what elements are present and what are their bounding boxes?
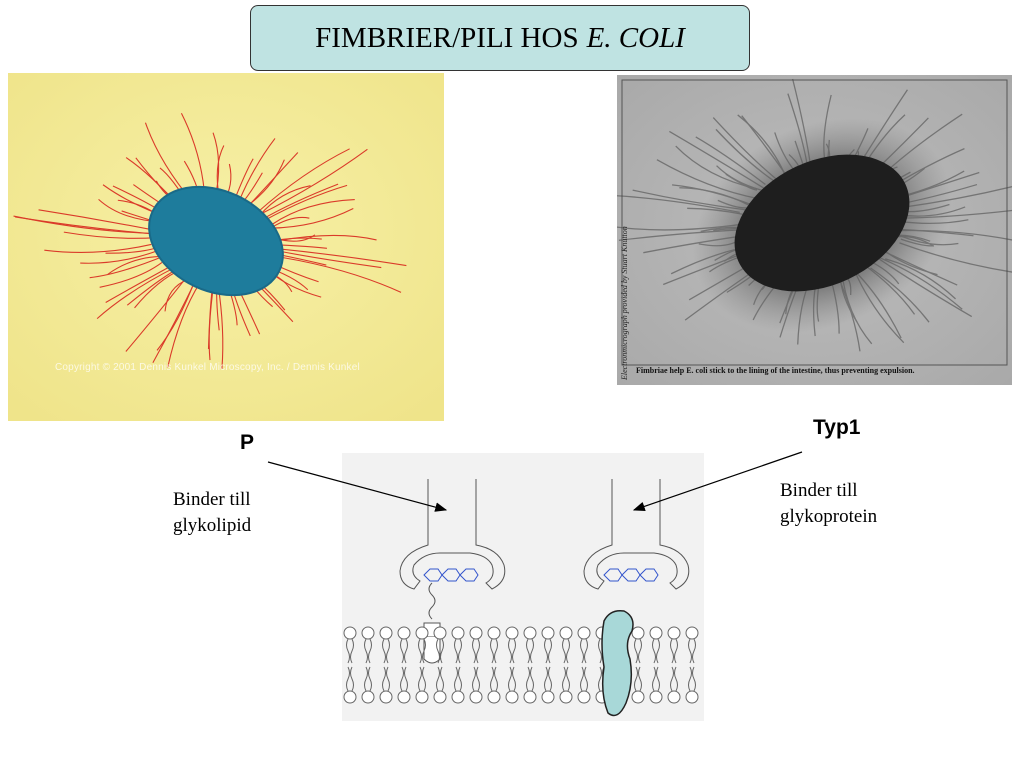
p-pilus-adhesin bbox=[399, 479, 506, 590]
typ1-sugar bbox=[603, 568, 659, 582]
p-sugar bbox=[423, 568, 479, 582]
label-p: P bbox=[240, 431, 255, 454]
micrograph-credit: Electronmicrograph provided by Stuart Kn… bbox=[620, 226, 629, 380]
label-typ1-desc: Binder till glykoprotein bbox=[780, 478, 877, 530]
label-typ1-line2: glykoprotein bbox=[780, 506, 878, 527]
title-italic: E. COLI bbox=[586, 21, 685, 54]
label-p-line2: glykolipid bbox=[173, 515, 252, 536]
typ1-pilus-adhesin bbox=[583, 479, 690, 590]
electron-micrograph-image bbox=[617, 75, 1012, 385]
binding-diagram bbox=[342, 453, 704, 721]
label-typ1: Typ1 bbox=[813, 416, 861, 439]
label-p-desc: Binder till glykolipid bbox=[173, 487, 251, 539]
copyright-text: Copyright © 2001 Dennis Kunkel Microscop… bbox=[55, 362, 360, 373]
label-p-line1: Binder till bbox=[173, 489, 251, 510]
title-text: FIMBRIER/PILI HOS bbox=[315, 21, 579, 54]
micrograph-caption: Fimbriae help E. coli stick to the linin… bbox=[636, 366, 915, 375]
membrane-protein bbox=[601, 609, 634, 717]
label-typ1-line1: Binder till bbox=[780, 480, 858, 501]
colored-micrograph-image bbox=[8, 73, 444, 421]
